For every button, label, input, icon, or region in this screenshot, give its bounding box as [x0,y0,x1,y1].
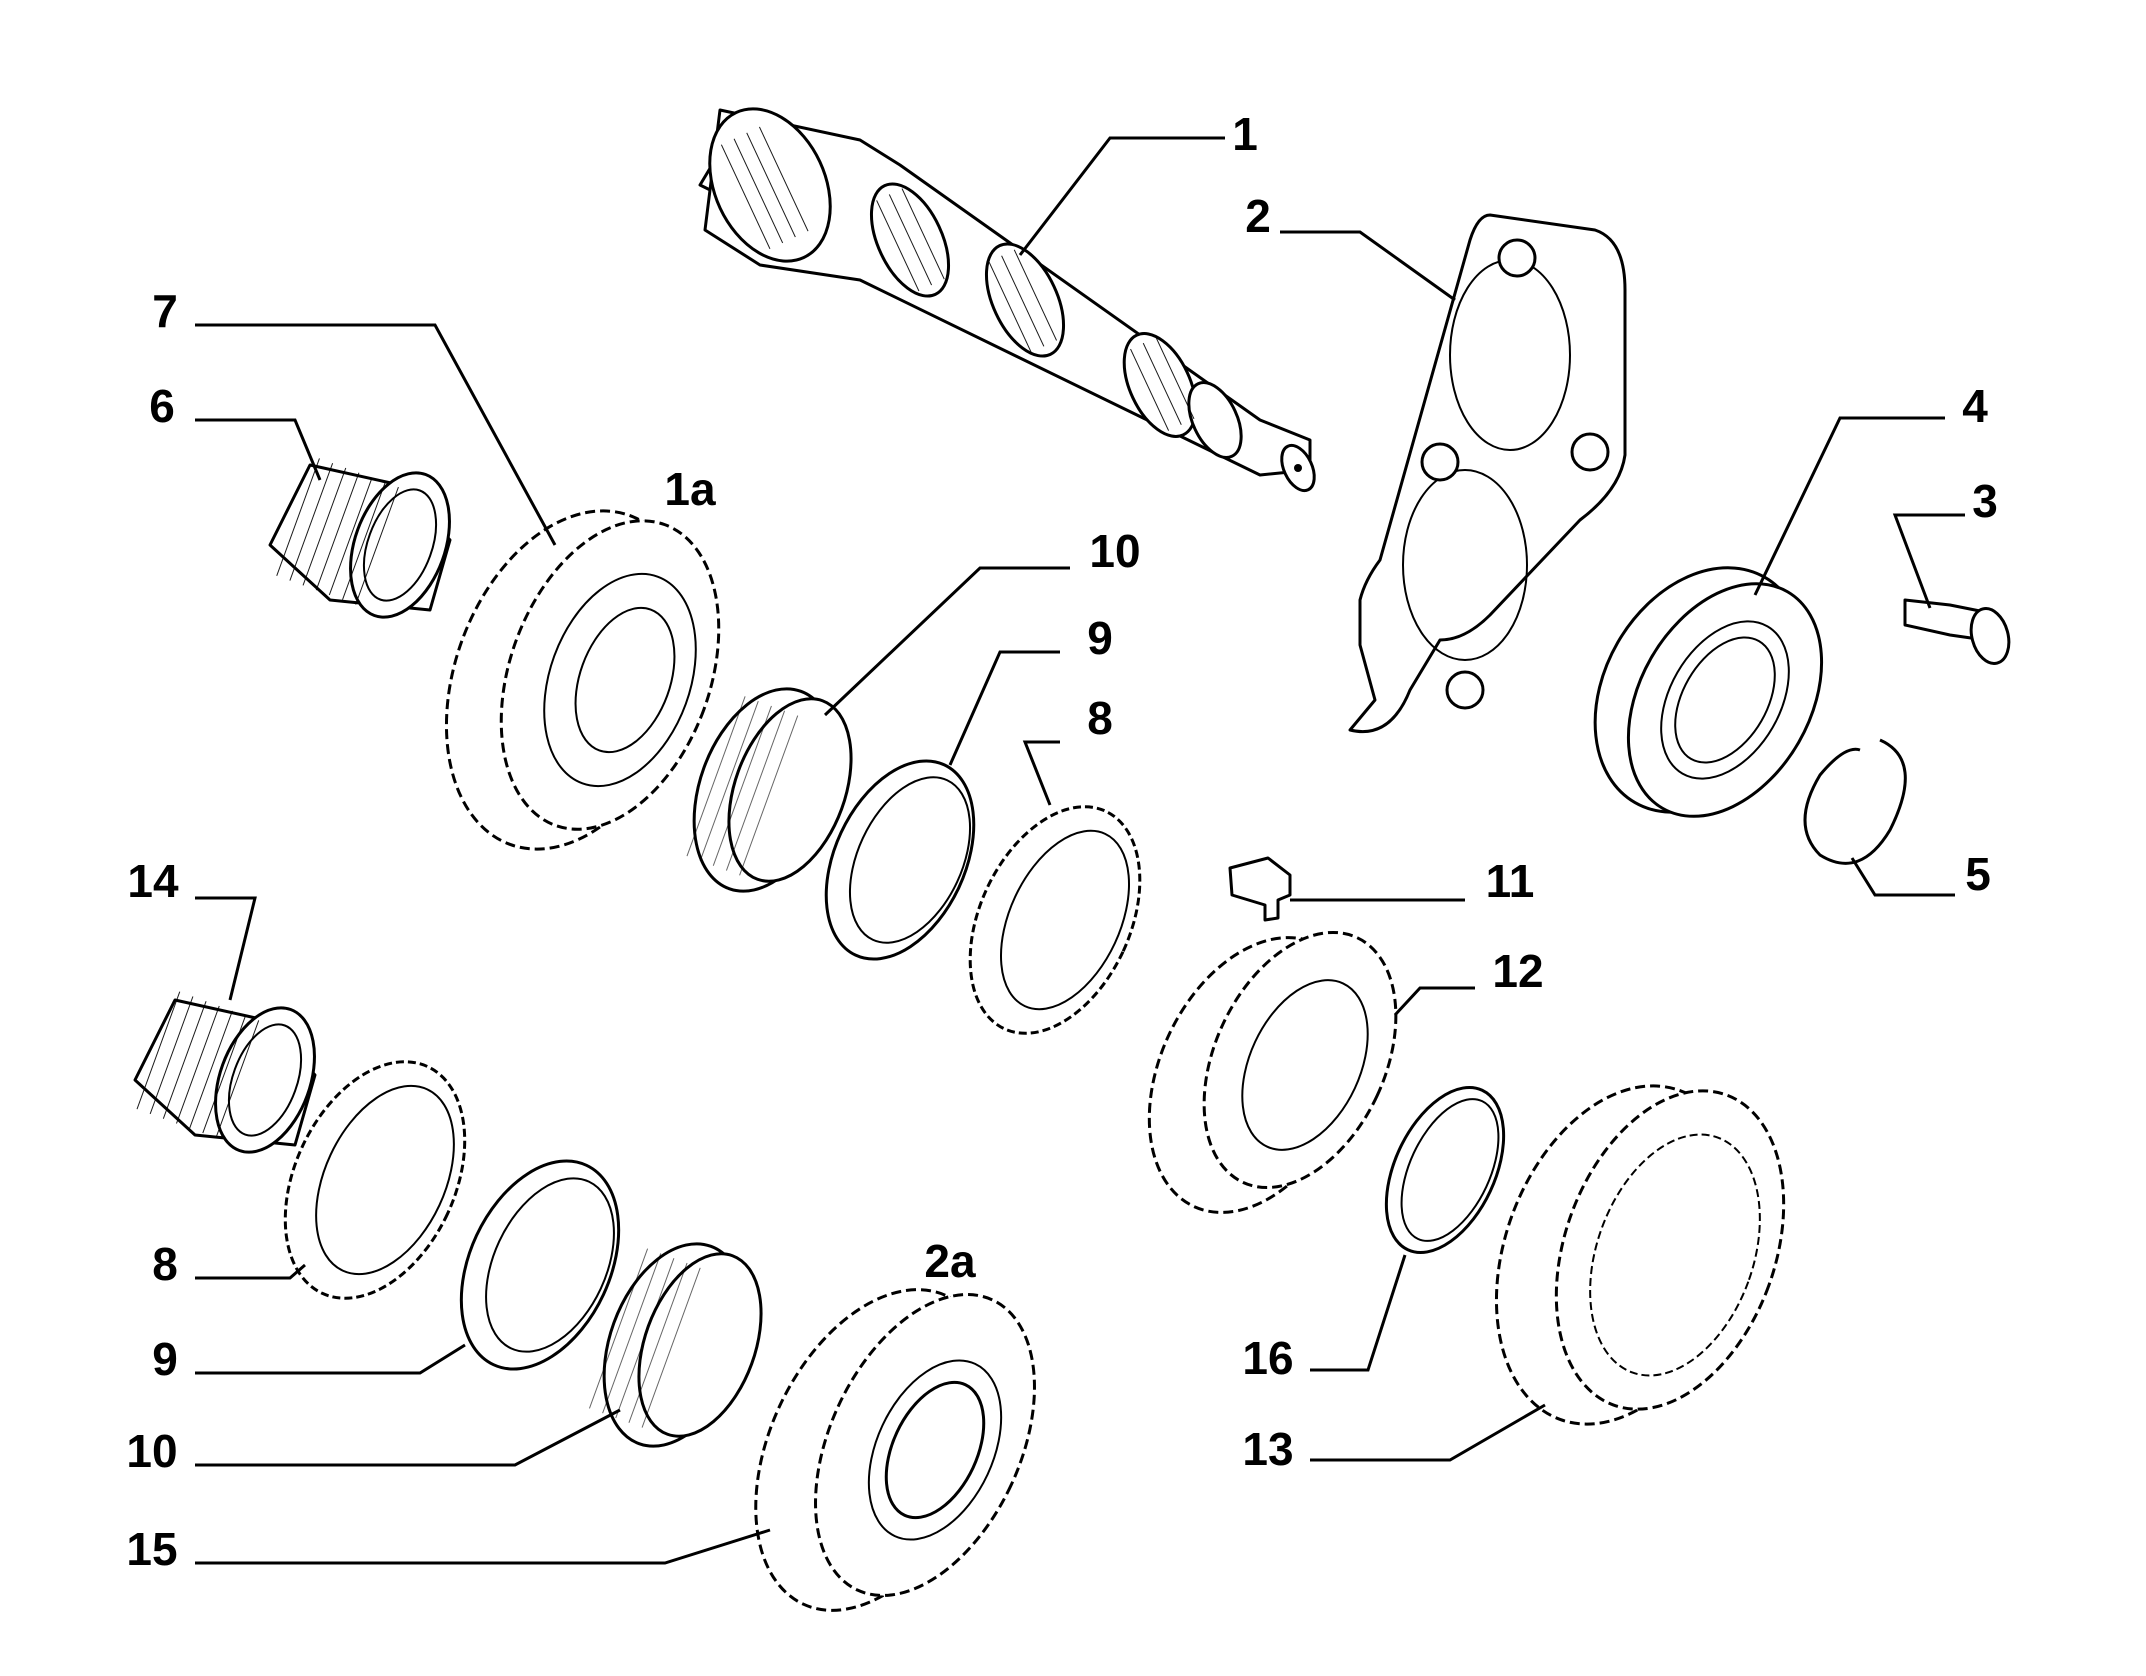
sliding-sleeve-part [1494,1084,1786,1426]
gear-2a-part [754,1288,1036,1612]
label-part-2a: 2a [924,1235,976,1287]
synchro-toothed-ring-top-part [968,805,1142,1035]
label-part-11: 11 [1486,855,1535,907]
leader-5 [1850,857,1955,897]
leader-9-bottom [195,1343,466,1375]
label-part-13: 13 [1242,1423,1293,1475]
leader-7 [195,323,557,546]
leader-1 [1018,136,1225,256]
synchro-toothed-ring-bottom-part [283,1060,467,1300]
label-part-14: 14 [127,855,179,907]
screw-part [1903,598,2011,665]
label-part-4: 4 [1962,380,1988,432]
synchro-cone-top-part [678,687,853,893]
synchronizer-hub-part [1147,930,1398,1214]
label-part-10-bottom: 10 [126,1425,177,1477]
label-part-9-bottom: 9 [152,1333,178,1385]
needle-bearing-lower-part [132,990,317,1154]
label-part-15: 15 [126,1523,177,1575]
label-part-1a: 1a [664,463,716,515]
synchro-ring-bottom-part [459,1159,621,1371]
callout-labels: 1 2 4 3 5 7 6 1a 10 9 8 11 12 14 2a 8 9 … [126,108,1997,1575]
label-part-10-top: 10 [1089,525,1140,577]
label-part-1: 1 [1232,108,1258,160]
label-part-8-top: 8 [1087,692,1113,744]
leader-6 [195,418,322,481]
main-shaft-part [698,107,1316,493]
synchro-cone-bottom-part [588,1242,763,1448]
label-part-9-top: 9 [1087,612,1113,664]
ball-bearing-part [1593,566,1824,818]
bearing-plate-part [1348,213,1627,734]
leader-10-bottom [195,1408,621,1467]
leader-2 [1280,230,1456,302]
leader-4 [1753,416,1945,596]
label-part-5: 5 [1965,848,1991,900]
leader-12 [1393,986,1475,1017]
label-part-8-bottom: 8 [152,1238,178,1290]
leader-9-top [948,650,1060,766]
synchro-ring-top-part [824,759,976,961]
leader-3 [1892,513,1965,609]
leader-lines [195,136,1965,1565]
label-part-16: 16 [1242,1332,1293,1384]
leader-13 [1310,1403,1546,1462]
leader-8-top [1022,740,1060,806]
label-part-7: 7 [152,285,178,337]
leader-15 [195,1528,771,1565]
leader-16 [1310,1254,1407,1372]
label-part-12: 12 [1492,945,1543,997]
snap-ring-part [1384,1085,1506,1255]
leader-8-bottom [195,1263,306,1280]
circlip-part [1803,738,1907,865]
label-part-6: 6 [149,380,175,432]
leader-14 [195,896,257,1001]
synchro-key-part [1228,856,1292,922]
label-part-2: 2 [1245,190,1271,242]
leader-10-top [823,566,1070,717]
label-part-3: 3 [1972,475,1998,527]
gear-1a-part [444,509,721,851]
needle-bearing-part [268,456,452,619]
